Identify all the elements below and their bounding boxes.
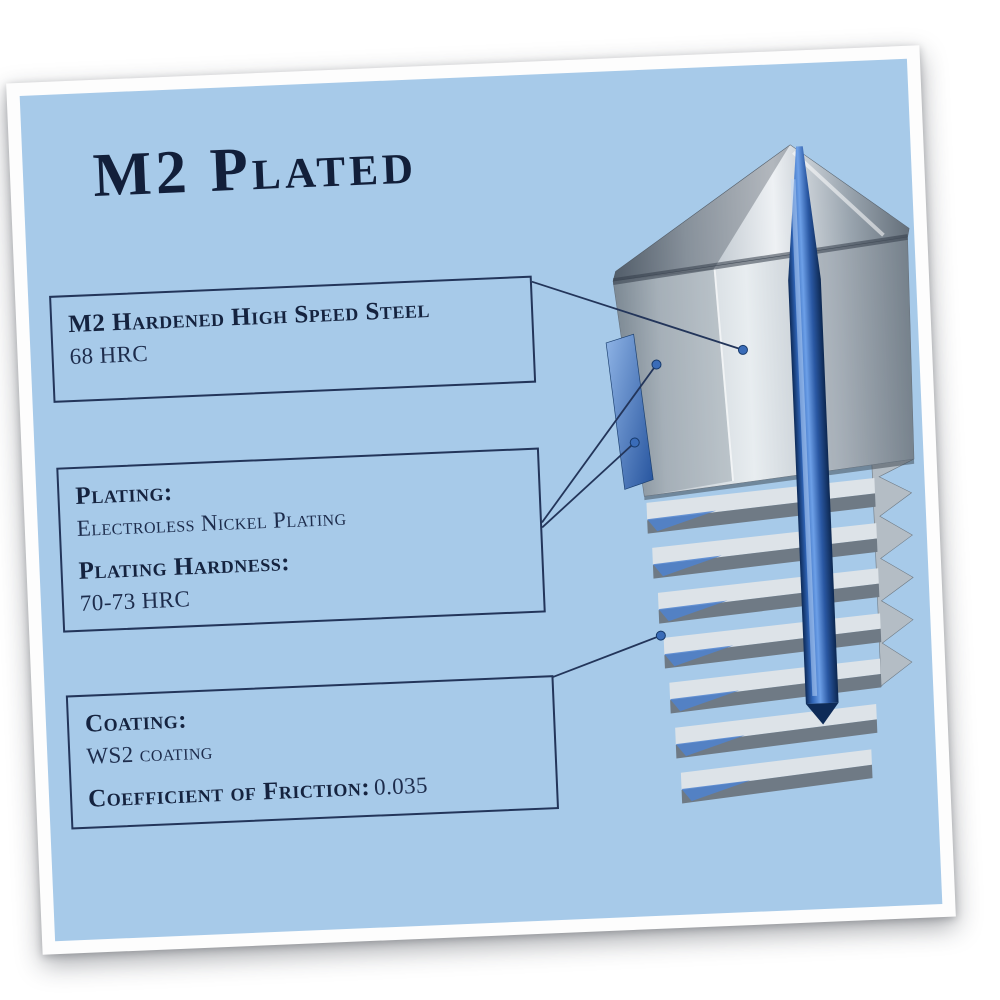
card-surface: M2 Plated M2 Hardened High Speed Steel 6… bbox=[19, 58, 943, 942]
friction-value: 0.035 bbox=[373, 772, 429, 801]
spec-box-plating: Plating: Electroless Nickel Plating Plat… bbox=[56, 447, 546, 633]
info-card: M2 Plated M2 Hardened High Speed Steel 6… bbox=[6, 45, 956, 955]
nozzle-cutaway-illustration bbox=[605, 144, 915, 804]
coated-bore bbox=[788, 146, 839, 725]
page-title: M2 Plated bbox=[91, 128, 419, 210]
nozzle-tip-cone bbox=[612, 144, 910, 285]
hex-underside-shadow bbox=[644, 458, 915, 501]
thread-outer-profile bbox=[871, 458, 915, 688]
thread-ridges bbox=[646, 477, 882, 804]
spec-box-material: M2 Hardened High Speed Steel 68 HRC bbox=[49, 275, 537, 403]
spec-box-coating: Coating: WS2 coating Coefficient of Fric… bbox=[65, 675, 560, 830]
hex-body bbox=[612, 234, 915, 497]
